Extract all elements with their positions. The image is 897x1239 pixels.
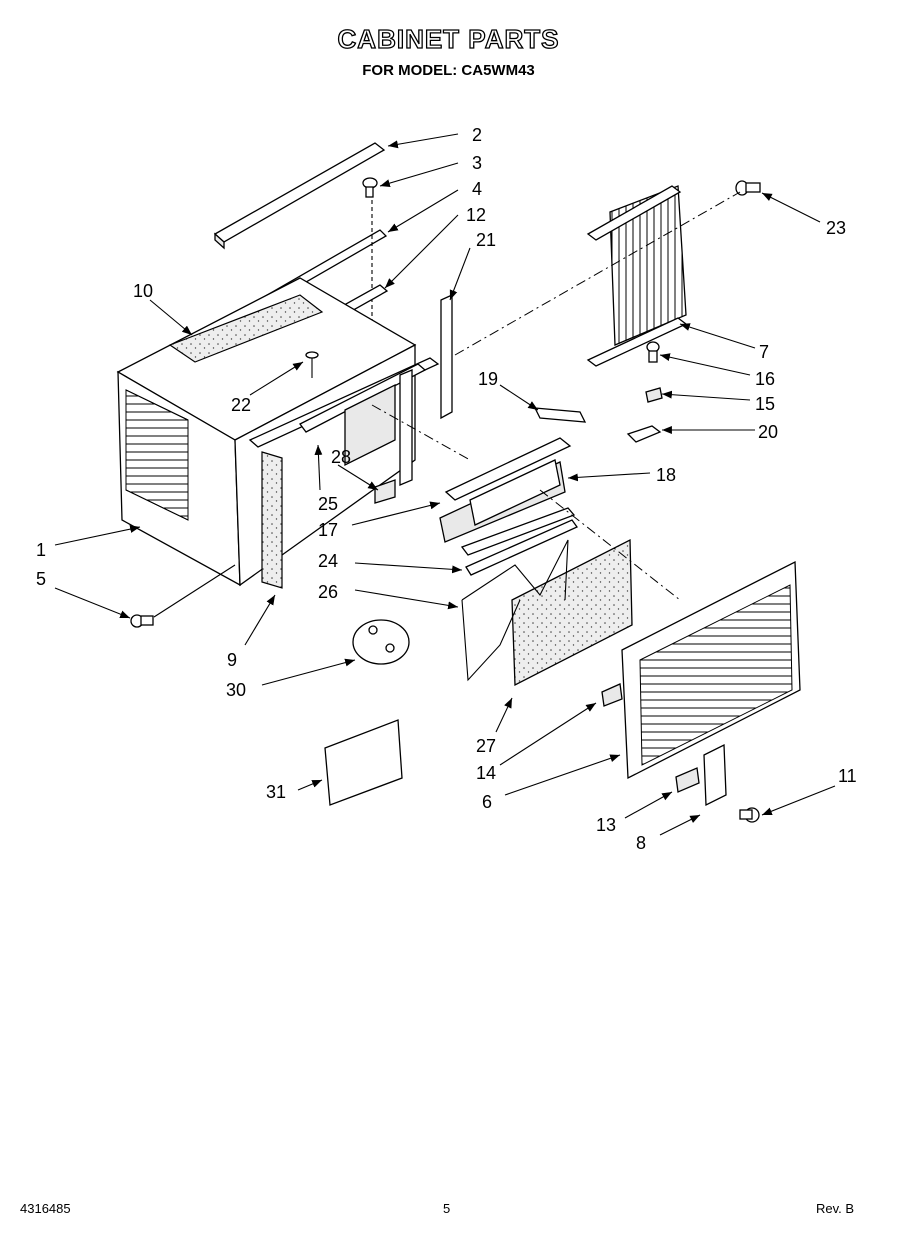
part-25-frame bbox=[248, 357, 440, 486]
part-16-screw bbox=[646, 341, 660, 363]
callout-17: 17 bbox=[318, 520, 338, 540]
part-8-bracket bbox=[703, 743, 727, 807]
part-20-clip bbox=[626, 425, 662, 443]
part-24-strip bbox=[460, 507, 578, 576]
callout-1: 1 bbox=[36, 540, 46, 560]
part-9-side-seal bbox=[261, 451, 283, 589]
callout-19: 19 bbox=[478, 369, 498, 389]
part-2-top-rail bbox=[213, 142, 386, 250]
callout-16: 16 bbox=[755, 369, 775, 389]
model-subtitle: FOR MODEL: CA5WM43 bbox=[362, 62, 535, 79]
alignment-line bbox=[539, 489, 681, 601]
callout-26: 26 bbox=[318, 582, 338, 602]
callout-20: 20 bbox=[758, 422, 778, 442]
part-21-bracket bbox=[440, 293, 453, 420]
callout-4: 4 bbox=[472, 179, 482, 199]
page-title: CABINET PARTS bbox=[337, 23, 560, 54]
callout-25: 25 bbox=[318, 494, 338, 514]
callout-15: 15 bbox=[755, 394, 775, 414]
page-number: 5 bbox=[443, 1201, 451, 1216]
part-13-block bbox=[675, 767, 700, 793]
part-3-screw bbox=[362, 177, 378, 198]
part-17-18-assembly bbox=[439, 437, 572, 543]
part-14-block bbox=[601, 683, 623, 707]
callout-8: 8 bbox=[636, 833, 646, 853]
callout-22: 22 bbox=[231, 395, 251, 415]
callout-3: 3 bbox=[472, 153, 482, 173]
part-27-filter bbox=[511, 538, 633, 687]
callout-21: 21 bbox=[476, 230, 496, 250]
part-19-lever bbox=[533, 407, 587, 423]
part-31-panel bbox=[324, 719, 403, 806]
callout-27: 27 bbox=[476, 736, 496, 756]
part-30-clamp bbox=[352, 619, 410, 665]
callout-9: 9 bbox=[227, 650, 237, 670]
callout-6: 6 bbox=[482, 792, 492, 812]
callout-31: 31 bbox=[266, 782, 286, 802]
revision-label: Rev. B bbox=[816, 1201, 855, 1216]
callout-24: 24 bbox=[318, 551, 338, 571]
leader-lines bbox=[54, 133, 836, 836]
part-26-wire-frame bbox=[461, 539, 569, 682]
part-22-clip bbox=[305, 351, 319, 378]
part-6-front-grille bbox=[621, 560, 801, 780]
callout-10: 10 bbox=[133, 281, 153, 301]
part-5-screw bbox=[130, 614, 154, 628]
document-number: 4316485 bbox=[20, 1201, 71, 1216]
callout-30: 30 bbox=[226, 680, 246, 700]
callout-14: 14 bbox=[476, 763, 496, 783]
alignment-line bbox=[454, 191, 741, 356]
callout-5: 5 bbox=[36, 569, 46, 589]
callout-23: 23 bbox=[826, 218, 846, 238]
part-23-screw bbox=[735, 180, 761, 196]
part-15-clip bbox=[645, 387, 663, 403]
part-28-clip bbox=[374, 479, 396, 504]
part-11-screw bbox=[739, 807, 760, 823]
callout-12: 12 bbox=[466, 205, 486, 225]
callout-28: 28 bbox=[331, 447, 351, 467]
callout-11: 11 bbox=[838, 766, 857, 786]
callout-13: 13 bbox=[596, 815, 616, 835]
callout-18: 18 bbox=[656, 465, 676, 485]
callout-2: 2 bbox=[472, 125, 482, 145]
callout-7: 7 bbox=[759, 342, 769, 362]
part-7-side-panel bbox=[586, 185, 688, 367]
